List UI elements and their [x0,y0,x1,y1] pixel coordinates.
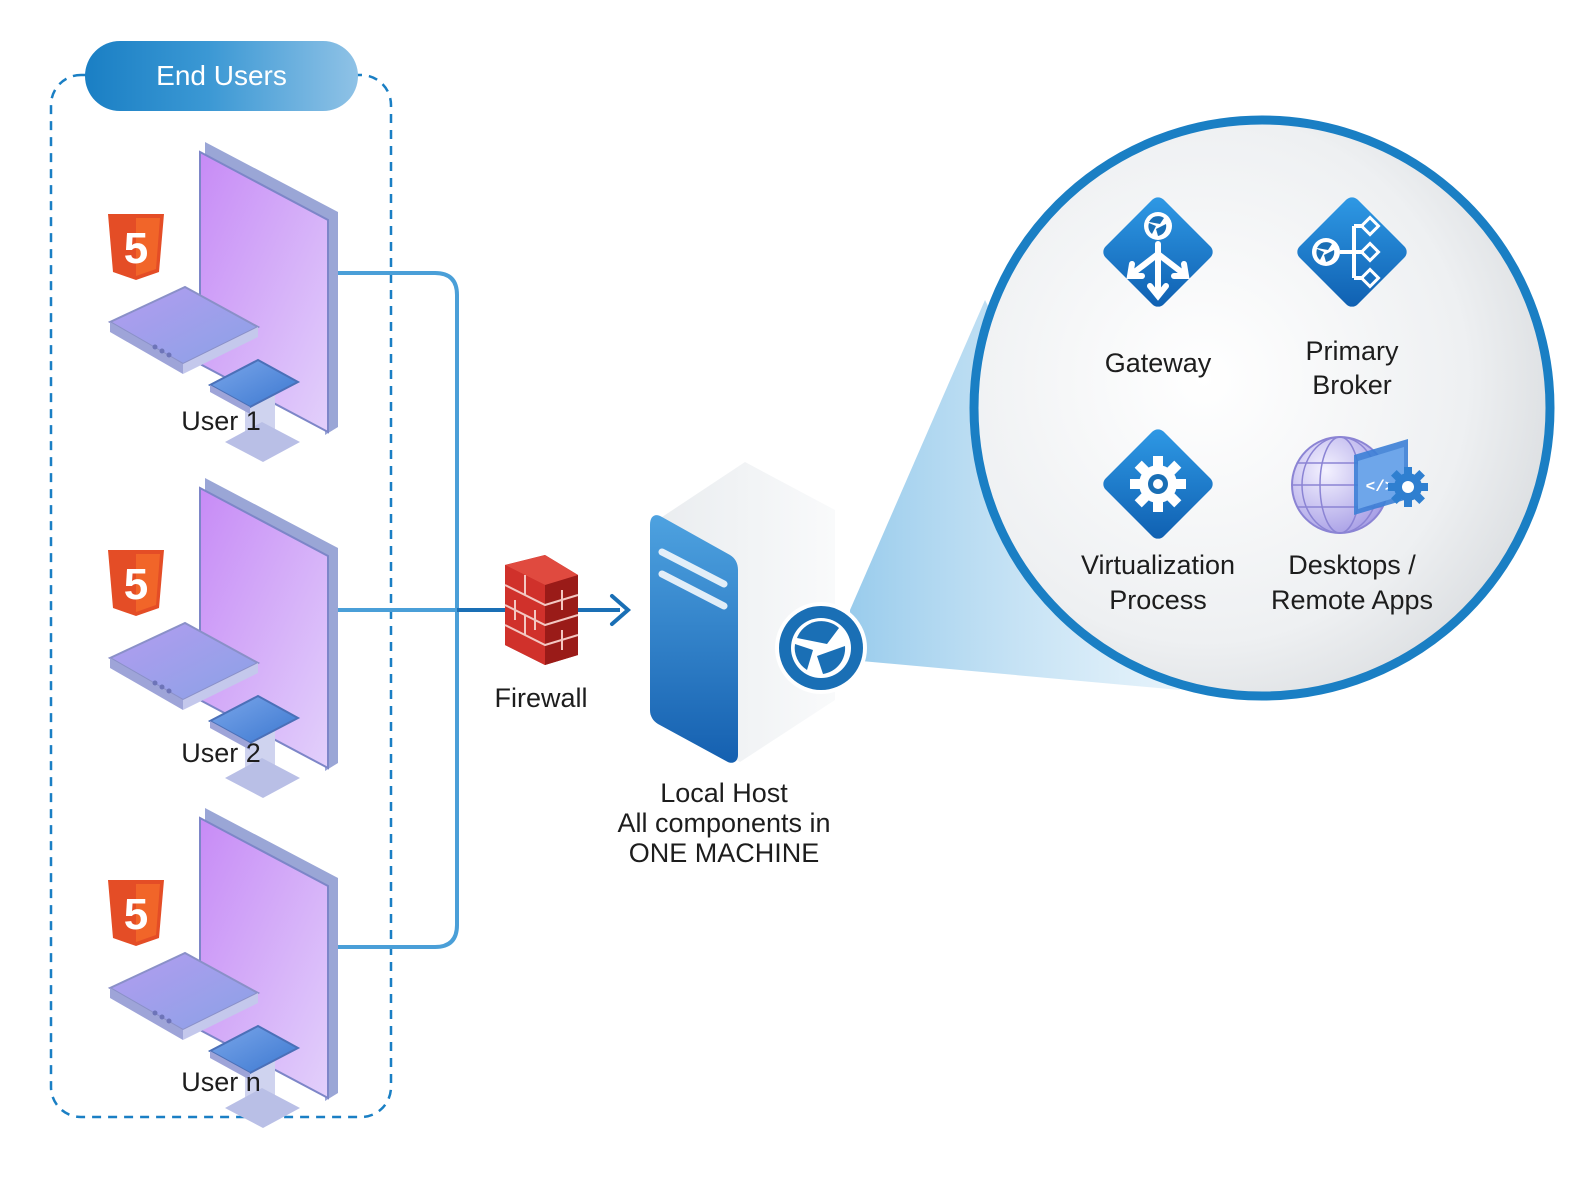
primary-broker-icon [1297,197,1407,307]
svg-text:</>: </> [1366,478,1395,496]
desktops-label-line2: Remote Apps [1270,585,1434,615]
host-product-logo-icon [775,602,867,694]
host-label-line3: ONE MACHINE [628,838,820,868]
desktops-remote-apps-icon: </> [1291,436,1428,534]
user-1-label: User 1 [181,406,261,436]
primary-broker-label-line2: Broker [1312,370,1392,400]
virtualization-gear-icon [1103,429,1213,539]
gateway-icon [1103,197,1213,307]
desktops-label-line1: Desktops / [1288,550,1416,580]
virtualization-label-line1: Virtualization [1080,550,1236,580]
primary-broker-label-line1: Primary [1305,336,1399,366]
user-connectors [338,271,459,949]
host-label-line1: Local Host [660,778,788,808]
host-label-line2: All components in [617,808,831,838]
virtualization-label-line2: Process [1109,585,1207,615]
end-users-title: End Users [85,41,358,111]
user-n-label: User n [181,1067,261,1097]
end-users-group-frame [49,73,393,1119]
firewall-icon [504,555,579,665]
firewall-label: Firewall [494,683,588,713]
user-2-label: User 2 [181,738,261,768]
local-host-server-icon [650,462,835,763]
gateway-label: Gateway [1104,348,1212,378]
